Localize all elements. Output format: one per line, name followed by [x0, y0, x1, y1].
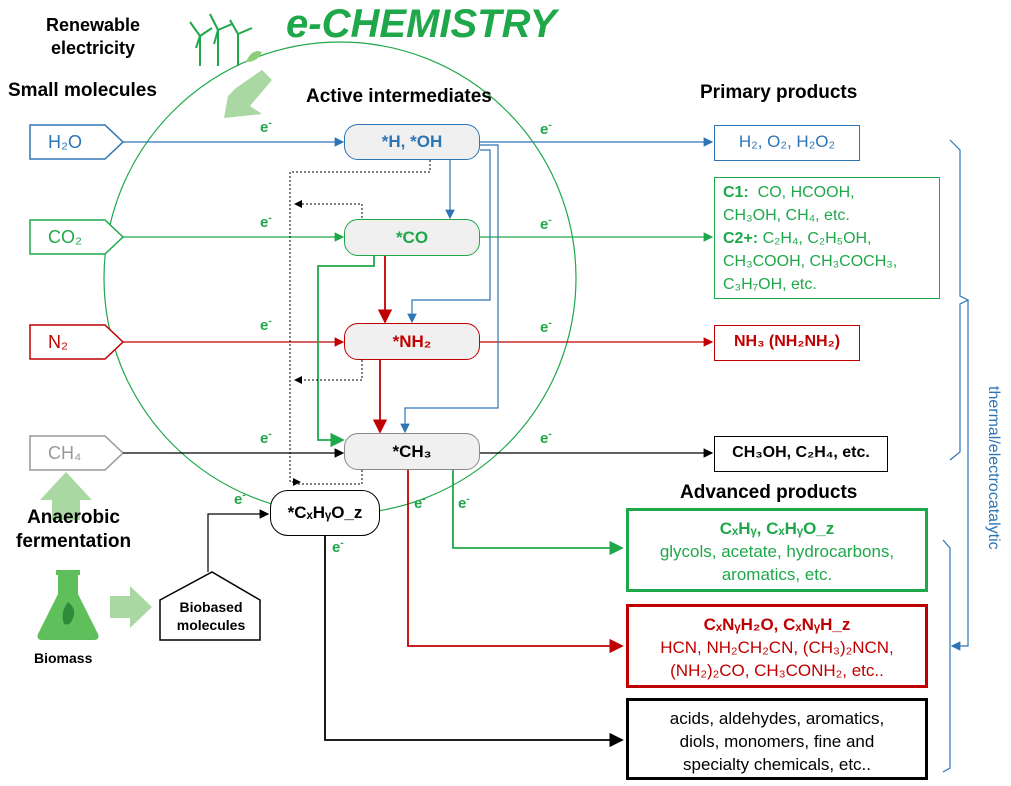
active-intermediates-heading: Active intermediates: [306, 86, 492, 107]
electron-label: e-: [260, 429, 272, 447]
electron-label: e-: [540, 429, 552, 447]
input-n2: N₂: [48, 331, 68, 352]
renewable-arrow: [224, 70, 272, 118]
product-nh3: NH₃ (NH₂NH₂): [714, 325, 860, 361]
biomass-flask-icon: [37, 570, 99, 640]
biomass-label: Biomass: [34, 650, 93, 666]
biobased-molecules-label: Biobased molecules: [176, 599, 246, 633]
advanced-fine-chemicals: acids, aldehydes, aromatics, diols, mono…: [626, 698, 928, 780]
advanced-products-heading: Advanced products: [680, 482, 858, 503]
page-title: e-CHEMISTRY: [286, 2, 557, 46]
product-c1-c2: C1: CO, HCOOH, CH₃OH, CH₄, etc. C2+: C₂H…: [714, 177, 940, 299]
node-co: *CO: [344, 219, 480, 256]
electron-label: e-: [540, 318, 552, 336]
product-h2-o2-h2o2: H₂, O₂, H₂O₂: [714, 125, 860, 161]
electron-label: e-: [260, 213, 272, 231]
electron-label: e-: [234, 490, 246, 508]
renewable-electricity-label: Renewable electricity: [46, 15, 141, 58]
node-h-oh: *H, *OH: [344, 124, 480, 160]
node-ch3: *CH₃: [344, 433, 480, 470]
electron-label: e-: [260, 118, 272, 136]
product-ch3oh-c2h4: CH₃OH, C₂H₄, etc.: [714, 436, 888, 472]
node-cxhyoz: *CₓHᵧO_z: [270, 490, 380, 536]
electron-label: e-: [260, 316, 272, 334]
advanced-hydrocarbons: CₓHᵧ, CₓHᵧO_z glycols, acetate, hydrocar…: [626, 508, 928, 592]
electron-label: e-: [540, 215, 552, 233]
input-h2o: H₂O: [48, 131, 82, 152]
input-co2: CO₂: [48, 226, 82, 247]
electron-label: e-: [414, 494, 426, 512]
e-chemistry-circle: [103, 41, 577, 515]
input-ch4: CH₄: [48, 442, 82, 463]
anaerobic-fermentation-label: Anaerobic fermentation: [16, 507, 132, 552]
small-molecules-heading: Small molecules: [8, 80, 157, 101]
node-nh2: *NH₂: [344, 323, 480, 360]
primary-products-heading: Primary products: [700, 82, 858, 103]
electron-label: e-: [332, 538, 344, 556]
wind-turbine-icon: [189, 13, 262, 66]
electron-label: e-: [458, 494, 470, 512]
electron-label: e-: [540, 120, 552, 138]
thermal-electrocatalytic-label: thermal/electrocatalytic: [985, 386, 1002, 550]
advanced-nitrogen-compounds: CₓNᵧH₂O, CₓNᵧH_z HCN, NH₂CH₂CN, (CH₃)₂NC…: [626, 604, 928, 688]
